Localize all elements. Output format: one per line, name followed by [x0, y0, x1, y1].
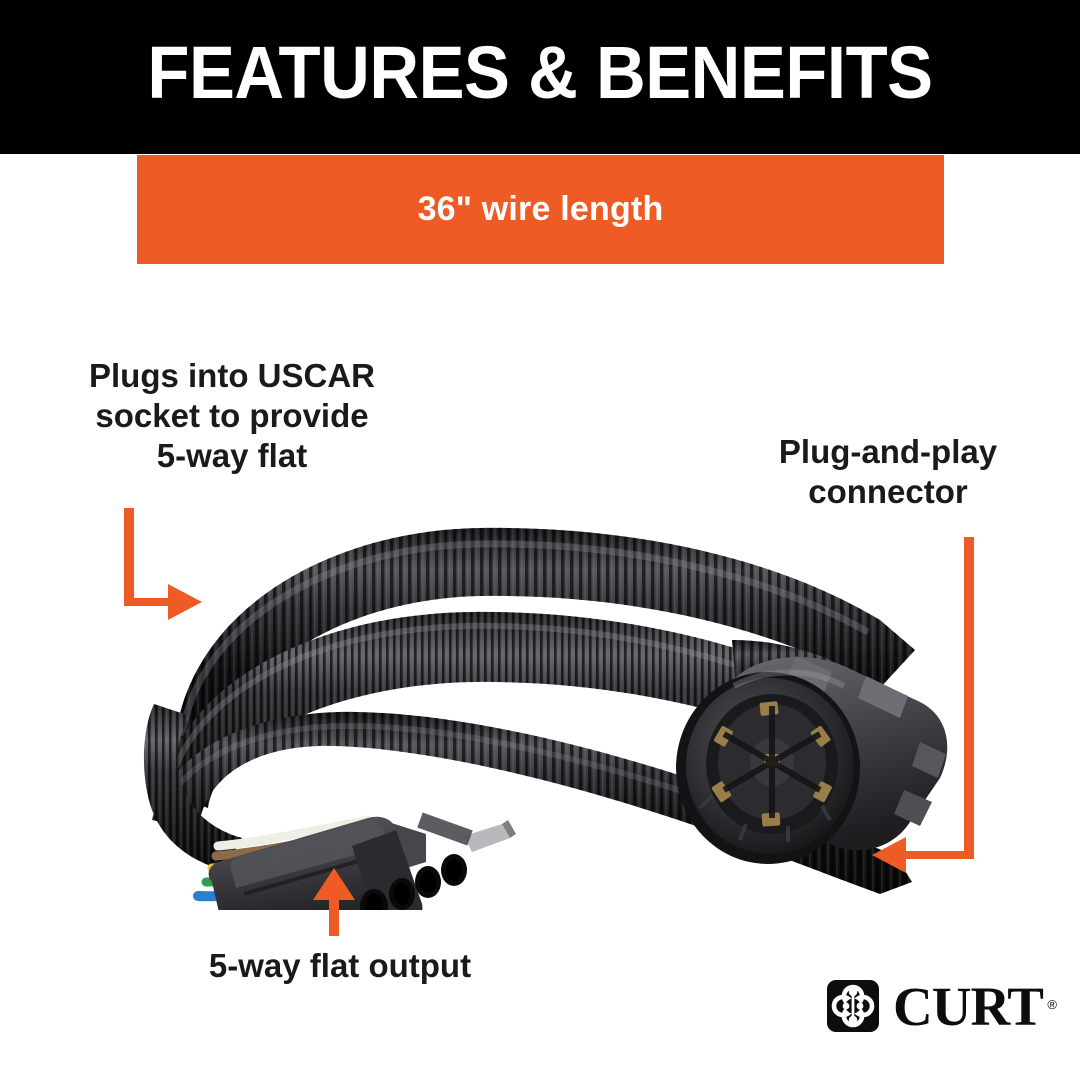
registered-trademark-mark: ® — [1047, 996, 1057, 1012]
subtitle-text: 36" wire length — [417, 190, 664, 228]
conduit-front-run — [152, 711, 912, 894]
conduit-left-end — [143, 704, 242, 870]
callout-five-way-flat-output-label: 5-way flat output — [208, 947, 472, 984]
callout-plug-and-play-label: Plug-and-play connector — [778, 433, 998, 510]
conduit-upper-loop — [175, 527, 915, 758]
arrow-up-icon — [313, 868, 355, 936]
curt-wordmark: CURT ® — [893, 975, 1057, 1037]
page-title: FEATURES & BENEFITS — [147, 31, 933, 114]
curt-logo: CURT ® — [826, 975, 1057, 1037]
header-band — [0, 0, 1080, 154]
arrow-elbow-down-right-icon — [124, 508, 202, 620]
five-way-flat-connector — [208, 812, 516, 910]
curt-knot-mark-icon — [827, 980, 879, 1032]
callout-uscar-label: Plugs into USCAR socket to provide 5-way… — [89, 357, 375, 474]
curt-wordmark-text: CURT — [893, 975, 1044, 1037]
product-photo — [143, 527, 948, 910]
seven-way-connector — [676, 640, 948, 864]
subtitle-bar: 36" wire length — [137, 155, 944, 264]
arrow-elbow-down-left-icon — [872, 537, 974, 873]
